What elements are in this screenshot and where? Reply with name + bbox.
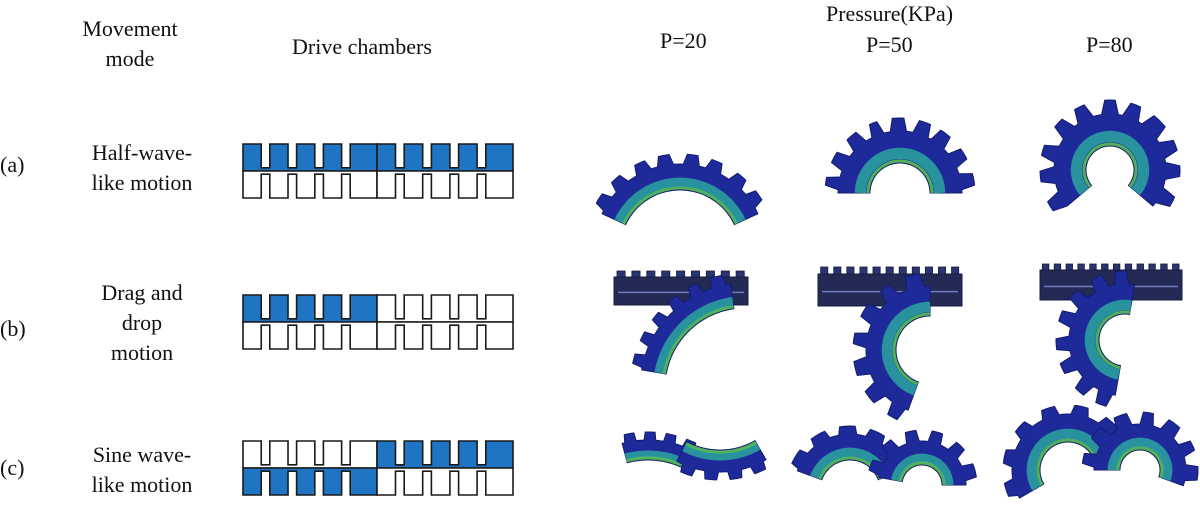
sim-b-p80-bar-tooth	[1172, 263, 1180, 271]
sim-b-p20-bar-tooth	[705, 270, 715, 278]
sim-b-p20-bar-tooth	[691, 270, 701, 278]
sim-b-p50-bar-tooth	[924, 266, 933, 275]
sim-c-p80-right	[1081, 411, 1199, 487]
sim-c-p50-right-inner-edge	[898, 461, 946, 485]
sim-b-p50-bar-tooth	[885, 266, 894, 275]
sim-b-p80-bar-tooth	[1112, 263, 1121, 271]
sim-b-p20-bar-tooth	[646, 270, 656, 278]
sim-b-p50-bar-tooth	[938, 266, 947, 275]
sim-b-p50-bar-tooth	[859, 266, 868, 275]
row-tag-a: (a)	[0, 152, 25, 177]
sim-c-p20-right	[676, 439, 767, 481]
drive-chambers-c	[242, 440, 514, 496]
row-c-bottom-right-chambers	[376, 467, 514, 496]
sim-b-p80-bar-tooth	[1089, 263, 1097, 271]
sim-a-p50-stress-band	[854, 147, 946, 194]
sim-c-p80-left-inner-edge	[1036, 438, 1096, 486]
drive-chambers-a	[242, 143, 514, 199]
movement-mode-header: Movement	[82, 16, 178, 41]
sim-b-p80-bar-tooth	[1077, 263, 1085, 271]
sim-b-p20-bar-tooth	[616, 270, 626, 278]
sim-a-p80-body	[1039, 99, 1181, 212]
row-a-top-left-chambers	[242, 143, 378, 172]
row-c-mode-line2: like motion	[91, 472, 193, 497]
sim-b-p80-bar-tooth	[1101, 263, 1109, 271]
sim-c-p80-left-stress-band	[1026, 428, 1104, 491]
sim-b-p50-bar-tooth	[833, 266, 842, 275]
sim-b-p80-bar-tooth	[1136, 263, 1144, 271]
row-a-mode-line1: Half-wave-	[91, 140, 193, 165]
sim-b-p20-bar-tooth	[631, 270, 641, 278]
movement-mode-header-line2: mode	[105, 46, 155, 71]
row-b-mode-line3: motion	[110, 340, 174, 365]
sim-b-p80-bar-tooth	[1065, 263, 1073, 271]
sim-b-p50-bar-tooth	[872, 266, 881, 275]
sim-b-p80-bar-tooth	[1160, 263, 1168, 271]
sim-c-p20-right-stress-band	[682, 443, 761, 461]
row-a-bottom-left-chambers	[242, 170, 378, 199]
row-b-mode-line2: drop	[121, 310, 163, 335]
row-tag-c: (c)	[0, 455, 25, 480]
row-b-bottom-left-chambers	[242, 321, 378, 350]
sim-c-p20-right-inner-edge	[685, 441, 757, 454]
row-c-top-right-chambers	[376, 440, 514, 469]
sim-b-p20-bar-tooth	[720, 270, 730, 278]
sim-a-p50-inner-edge	[866, 159, 934, 193]
sim-b-p80-curl-stress-band	[1084, 299, 1132, 380]
sim-b-p50-curl	[852, 273, 931, 421]
row-a-bottom-right-chambers	[376, 170, 514, 199]
pressure-20-header: P=20	[660, 28, 707, 53]
row-c-bottom-left-chambers	[242, 467, 378, 496]
sim-b-p20-curl	[632, 274, 735, 375]
sim-a-p50	[824, 117, 976, 194]
row-b-top-left-chambers	[242, 294, 378, 323]
drive-chambers-b	[242, 294, 514, 350]
row-b-top-right-chambers	[376, 294, 514, 323]
drive-chambers-header: Drive chambers	[292, 34, 432, 59]
row-a-top-right-chambers	[376, 143, 514, 172]
sim-a-p20-inner-edge	[622, 186, 738, 225]
sim-b-p50-bar-tooth	[898, 266, 907, 275]
sim-b-p20-curl-stress-band	[654, 297, 734, 374]
pressure-80-header: P=80	[1086, 32, 1133, 57]
sim-b-p50-curl-inner-edge	[892, 312, 930, 386]
pressure-50-header: P=50	[866, 32, 913, 57]
sim-b-p80-bar-tooth	[1124, 263, 1133, 271]
pressure-header: Pressure(KPa)	[826, 1, 954, 26]
sim-b-p80-bar-tooth	[1041, 263, 1050, 271]
sim-b-p50-bar-tooth	[820, 266, 829, 275]
row-a-mode-line2: like motion	[91, 170, 193, 195]
sim-a-p20	[595, 153, 763, 226]
sim-b-p50-bar-tooth	[846, 266, 855, 275]
sim-a-p80	[1039, 99, 1181, 212]
sim-c-p50-right	[868, 429, 977, 486]
sim-b-p80-curl-inner-edge	[1095, 310, 1131, 370]
sim-b-p50-curl-stress-band	[881, 301, 930, 396]
sim-b-p80-bar-tooth	[1148, 263, 1156, 271]
simulation-results	[595, 99, 1199, 499]
sim-b-p80-curl	[1055, 270, 1136, 407]
sim-b-p20-curl-inner-edge	[662, 305, 734, 375]
row-tag-b: (b)	[0, 316, 26, 341]
sim-b-p50-bar-tooth	[911, 266, 920, 275]
row-c-mode-line1: Sine wave-	[92, 442, 192, 467]
sim-b-p50-bar-tooth	[951, 266, 960, 275]
sim-b-p20-bar-tooth	[676, 270, 686, 278]
sim-b-p80-bar-tooth	[1053, 263, 1062, 271]
sim-c-p50-right-stress-band	[891, 453, 954, 485]
row-c-top-left-chambers	[242, 440, 378, 469]
sim-c-p80-right-inner-edge	[1116, 446, 1164, 478]
row-b-bottom-right-chambers	[376, 321, 514, 350]
sim-c-p80-right-stress-band	[1107, 437, 1173, 481]
sim-a-p80-inner-edge	[1082, 142, 1138, 188]
row-b-mode-line1: Drag and	[101, 280, 183, 305]
sim-a-p20-stress-band	[614, 177, 746, 224]
sim-b-p20-bar-tooth	[661, 270, 671, 278]
sim-b-p20-bar-tooth	[735, 270, 745, 278]
sim-c-p20-left-inner-edge	[626, 456, 690, 471]
sim-a-p80-stress-band	[1070, 130, 1150, 196]
